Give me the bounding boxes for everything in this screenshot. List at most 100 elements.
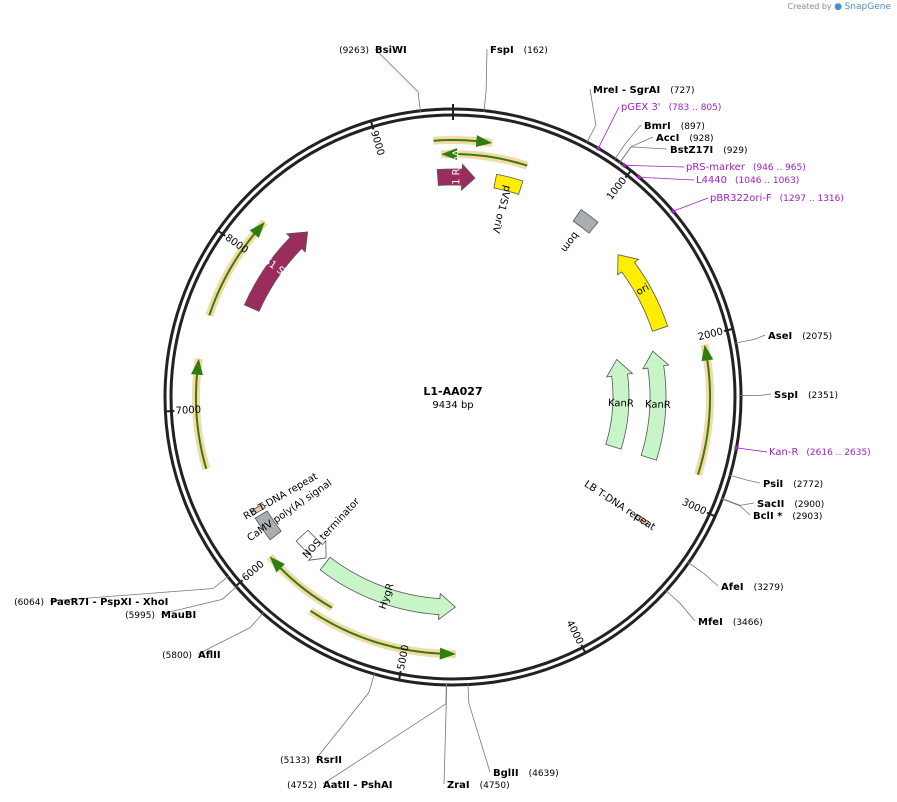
enzyme-name: BsiWI <box>375 45 407 56</box>
enzyme-name: MfeI <box>698 617 723 628</box>
feature-pvs1-repa <box>436 163 476 192</box>
feature-pvs1-staa <box>243 231 309 312</box>
enzyme-position: (5800) <box>162 651 192 661</box>
primer-range: (2616 .. 2635) <box>806 448 870 458</box>
enzyme-leader <box>49 575 229 602</box>
orf-arrow <box>433 135 493 148</box>
orf-arrow <box>697 344 714 476</box>
primer-leader <box>597 106 620 149</box>
enzyme-leader <box>160 585 238 615</box>
enzyme-position: (2351) <box>808 391 838 401</box>
orf-highlight <box>266 553 334 612</box>
feature-nos-terminator <box>295 529 327 561</box>
primer-range: (783 .. 805) <box>669 103 722 113</box>
enzyme-leader <box>614 124 642 160</box>
enzyme-leader <box>619 146 668 164</box>
orf-arrow <box>208 222 265 316</box>
enzyme-position: (6064) <box>14 598 44 608</box>
plasmid-name: L1-AA027 <box>423 385 482 398</box>
enzyme-position: (897) <box>681 122 705 132</box>
tick-label: 1000 <box>605 176 629 203</box>
enzyme-site-bmri: BmrI(897) <box>614 121 705 160</box>
feature-kanr <box>640 350 670 461</box>
enzyme-position: (5133) <box>280 756 310 766</box>
enzyme-site-bstz17i: BstZ17I (929) <box>619 145 747 164</box>
enzyme-name: PsiI <box>763 479 783 490</box>
enzyme-site-paer7i-pspxi-xhoi: PaeR7I - PspXI - XhoI(6064) <box>14 575 229 608</box>
enzyme-name: AccI <box>656 133 679 144</box>
enzyme-position: (2772) <box>793 480 823 490</box>
tick-label: 6000 <box>240 559 266 584</box>
enzyme-name: SacII <box>757 499 784 510</box>
enzyme-name: BclI * <box>753 511 783 522</box>
enzyme-position: (9263) <box>339 46 369 56</box>
enzyme-site-fspi: FspI(162) <box>483 45 548 112</box>
tick-mark <box>235 579 244 587</box>
enzyme-name: AatII - PshAI <box>323 780 393 791</box>
feature-pvs1-oriv <box>493 173 524 195</box>
enzyme-name: MauBI <box>161 610 196 621</box>
tick-mark <box>706 511 715 517</box>
enzyme-layer: BsiWI (9263) FspI(162) MreI - SgrAI(727)Bmr… <box>14 45 838 791</box>
feature-label: NOS terminator <box>301 496 363 561</box>
enzyme-leader <box>734 334 766 344</box>
enzyme-leader <box>665 589 696 622</box>
enzyme-position: (4750) <box>480 781 510 791</box>
primer-label: Kan-R <box>769 447 798 458</box>
feature-label: KanR <box>645 399 671 411</box>
credit-prefix: Created by <box>787 2 832 11</box>
enzyme-leader <box>467 683 491 773</box>
primer-leader <box>672 197 709 212</box>
created-by-credit: Created by ● SnapGene <box>788 2 891 12</box>
enzyme-position: (4752) <box>287 781 317 791</box>
enzyme-leader <box>739 393 772 396</box>
enzyme-leader <box>197 612 264 655</box>
enzyme-position: (2900) <box>794 500 824 510</box>
plasmid-length: 9434 bp <box>432 400 473 411</box>
tick-mark <box>218 230 226 237</box>
enzyme-name: ZraI <box>447 780 470 791</box>
enzyme-position: (2075) <box>802 332 832 342</box>
feature-camv-poly-a-signal <box>254 510 282 541</box>
feature-kanr <box>605 358 634 450</box>
tick-mark <box>723 328 733 332</box>
tick-mark <box>624 170 632 179</box>
enzyme-site-asei: AseI(2075) <box>734 331 832 344</box>
enzyme-position: (929) <box>723 146 747 156</box>
tick-label: 7000 <box>175 405 201 417</box>
tick-mark <box>398 670 402 680</box>
orf-layer <box>191 135 714 660</box>
primer-range: (1297 .. 1316) <box>780 194 844 204</box>
enzyme-site-bcli: BclI *(2903) <box>721 498 822 522</box>
enzyme-site-mrei-sgrai: MreI - SgrAI(727) <box>586 85 694 144</box>
center-label: L1-AA027 9434 bp <box>423 385 482 411</box>
primer-leader <box>639 176 695 181</box>
primer-mark <box>734 445 739 451</box>
orf-highlight <box>205 219 268 317</box>
primer-range: (1046 .. 1063) <box>735 176 799 186</box>
tick-mark <box>370 121 375 130</box>
enzyme-site-sspi: SspI (2351) <box>739 390 838 401</box>
primer-leader <box>624 164 685 168</box>
enzyme-position: (5995) <box>125 611 155 621</box>
enzyme-site-maubi: MauBI (5995) <box>125 585 238 621</box>
enzyme-leader <box>729 474 761 484</box>
tick-label: 9000 <box>368 129 386 157</box>
enzyme-leader <box>374 48 421 112</box>
enzyme-name: BstZ17I <box>670 145 713 156</box>
enzyme-site-aflii: AflII (5800) <box>162 612 264 661</box>
enzyme-site-mfei: MfeI(3466) <box>665 589 763 628</box>
enzyme-leader <box>618 136 654 164</box>
enzyme-leader <box>721 498 751 516</box>
primer-label: L4440 <box>696 175 727 186</box>
enzyme-name: AflII <box>198 650 221 661</box>
enzyme-site-bglii: BglII(4639) <box>467 683 559 779</box>
enzyme-position: (4639) <box>529 769 559 779</box>
enzyme-name: AfeI <box>721 582 744 593</box>
enzyme-position: (3279) <box>754 583 784 593</box>
enzyme-site-aatii-pshai: AatII - PshAI (4752) <box>287 683 447 791</box>
enzyme-name: SspI <box>774 390 798 401</box>
feature-ori <box>617 254 669 332</box>
enzyme-leader <box>322 683 447 785</box>
